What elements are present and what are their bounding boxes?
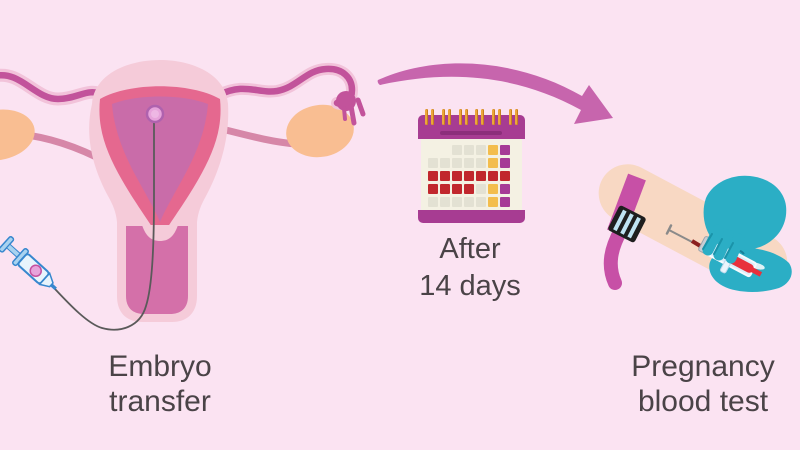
- calendar-cell: [464, 171, 474, 181]
- calendar-cell: [464, 158, 474, 168]
- calendar-cell: [452, 197, 462, 207]
- calendar-grid: [428, 145, 510, 207]
- calendar-cell: [440, 171, 450, 181]
- calendar-ring: [464, 109, 468, 125]
- embryo-transfer-label: Embryo transfer: [40, 349, 280, 419]
- waiting-period-line1: After: [439, 233, 501, 265]
- calendar-ring: [492, 109, 496, 125]
- calendar-cell: [500, 158, 510, 168]
- curved-arrow-icon: [377, 63, 613, 124]
- calendar-binding-rings: [418, 109, 525, 126]
- calendar-cell: [428, 197, 438, 207]
- calendar-cell: [500, 197, 510, 207]
- calendar-cell: [488, 197, 498, 207]
- calendar-cell: [452, 145, 462, 155]
- calendar-ring-pair: [425, 109, 434, 126]
- ovary-left: [0, 109, 35, 161]
- blood-test-illustration: [598, 164, 792, 292]
- calendar-cell: [500, 184, 510, 194]
- calendar-ring: [431, 109, 434, 125]
- glove-hand-top: [702, 175, 787, 264]
- embryo-transfer-syringe-icon: [0, 236, 57, 291]
- tourniquet: [603, 173, 646, 290]
- calendar-ring-pair: [458, 109, 468, 126]
- calendar-cell: [476, 184, 486, 194]
- calendar-ring-pair: [508, 109, 518, 126]
- calendar-cell: [476, 171, 486, 181]
- uterus-illustration: [0, 60, 366, 331]
- pregnancy-test-line2: blood test: [637, 385, 769, 418]
- calendar-cell: [464, 197, 474, 207]
- calendar-cell: [440, 184, 450, 194]
- catheter-line: [54, 122, 155, 331]
- vaginal-canal: [126, 226, 188, 314]
- pregnancy-test-label: Pregnancy blood test: [583, 349, 800, 419]
- uterus-cavity: [112, 96, 208, 222]
- embryo-transfer-line2: transfer: [109, 385, 211, 418]
- calendar-cell: [476, 158, 486, 168]
- calendar-cell: [500, 171, 510, 181]
- calendar-cell: [464, 184, 474, 194]
- fallopian-tube-left: [0, 68, 110, 106]
- calendar-ring: [458, 109, 462, 125]
- ovarian-ligament-right: [218, 125, 300, 148]
- ovary-right: [286, 104, 354, 158]
- calendar-cell: [476, 145, 486, 155]
- embryo-transfer-line1: Embryo: [108, 350, 212, 383]
- calendar-header: [418, 115, 525, 139]
- calendar-ring: [481, 109, 485, 125]
- calendar-cell: [452, 171, 462, 181]
- calendar-cell: [428, 171, 438, 181]
- embryo-icon: [145, 104, 165, 124]
- calendar-ring: [441, 109, 445, 125]
- calendar-footer: [418, 210, 525, 223]
- calendar-cell: [488, 158, 498, 168]
- calendar-cell: [464, 145, 474, 155]
- calendar-ring-pair: [475, 109, 485, 126]
- calendar-cell: [488, 184, 498, 194]
- calendar-ring: [475, 109, 479, 125]
- calendar-ring-pair: [441, 109, 451, 126]
- calendar-cell: [452, 184, 462, 194]
- calendar-ring: [447, 109, 451, 125]
- fallopian-tube-right: [213, 62, 366, 126]
- pregnancy-test-line1: Pregnancy: [631, 350, 775, 383]
- calendar-cell: [428, 158, 438, 168]
- fimbriae: [336, 91, 366, 126]
- calendar-ring-pair: [492, 109, 502, 126]
- calendar-ring: [508, 109, 512, 125]
- calendar-ring: [425, 109, 428, 125]
- calendar-cell: [488, 145, 498, 155]
- calendar-ring: [498, 109, 502, 125]
- waiting-period-line2: 14 days: [419, 270, 521, 302]
- cervix: [142, 225, 178, 241]
- calendar-header-line: [440, 131, 502, 135]
- calendar-cell: [476, 197, 486, 207]
- calendar-icon: [418, 108, 525, 224]
- calendar-cell: [488, 171, 498, 181]
- calendar-cell: [452, 158, 462, 168]
- tourniquet-buckle: [608, 205, 646, 243]
- waiting-period-label: After 14 days: [370, 231, 570, 305]
- calendar-cell: [440, 197, 450, 207]
- calendar-cell: [440, 158, 450, 168]
- calendar-ring: [514, 109, 518, 125]
- calendar-cell: [500, 145, 510, 155]
- calendar-cell: [428, 184, 438, 194]
